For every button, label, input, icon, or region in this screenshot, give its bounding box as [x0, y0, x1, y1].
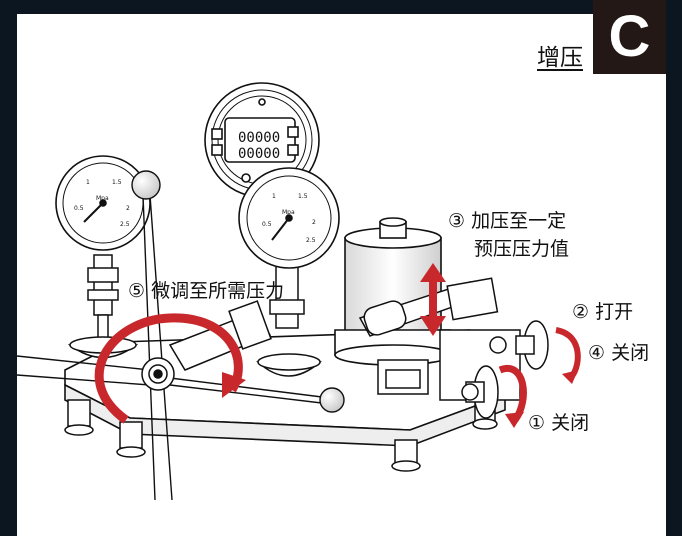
rotate-arrow-step2 — [555, 327, 581, 381]
lever-pivot — [131, 170, 173, 501]
rotate-arrow-step5 — [94, 313, 243, 424]
pump-handle — [358, 277, 499, 337]
reservoir — [334, 217, 452, 366]
center-analog-gauge — [238, 167, 340, 269]
svg-text:0.5: 0.5 — [262, 221, 272, 228]
pump-arrow — [420, 263, 446, 336]
digital-reading-2: 00000 — [238, 146, 280, 162]
svg-text:2: 2 — [312, 219, 316, 226]
svg-text:2: 2 — [126, 205, 130, 212]
left-analog-gauge — [55, 155, 151, 251]
svg-text:2.5: 2.5 — [120, 221, 130, 228]
valve-knob-upper — [489, 320, 549, 370]
step4-label: ④ 关闭 — [588, 342, 650, 364]
svg-text:2.5: 2.5 — [306, 237, 316, 244]
svg-text:1: 1 — [272, 193, 276, 200]
svg-text:1.5: 1.5 — [112, 179, 122, 186]
section-badge: C — [593, 0, 666, 74]
fine-adjust-screw — [141, 300, 272, 391]
svg-text:1.5: 1.5 — [298, 193, 308, 200]
step2-label: ② 打开 — [572, 301, 634, 323]
step5-label: ⑤ 微调至所需压力 — [128, 280, 285, 302]
left-gauge-unit: Mpa — [96, 195, 109, 202]
svg-text:0.5: 0.5 — [74, 205, 84, 212]
digital-reading-1: 00000 — [238, 130, 280, 146]
step3-line2-label: 预压压力值 — [474, 238, 570, 260]
svg-text:1: 1 — [86, 179, 90, 186]
lever-bars — [16, 355, 331, 405]
valve-knob-lower — [461, 365, 499, 419]
step1-label: ① 关闭 — [528, 412, 590, 434]
center-gauge-unit: Mpa — [282, 209, 295, 216]
section-title: 增压 — [537, 45, 583, 71]
lever-end-ball — [319, 387, 345, 413]
left-gauge-stand — [67, 254, 139, 359]
step3-line1-label: ③ 加压至一定 — [448, 210, 567, 232]
